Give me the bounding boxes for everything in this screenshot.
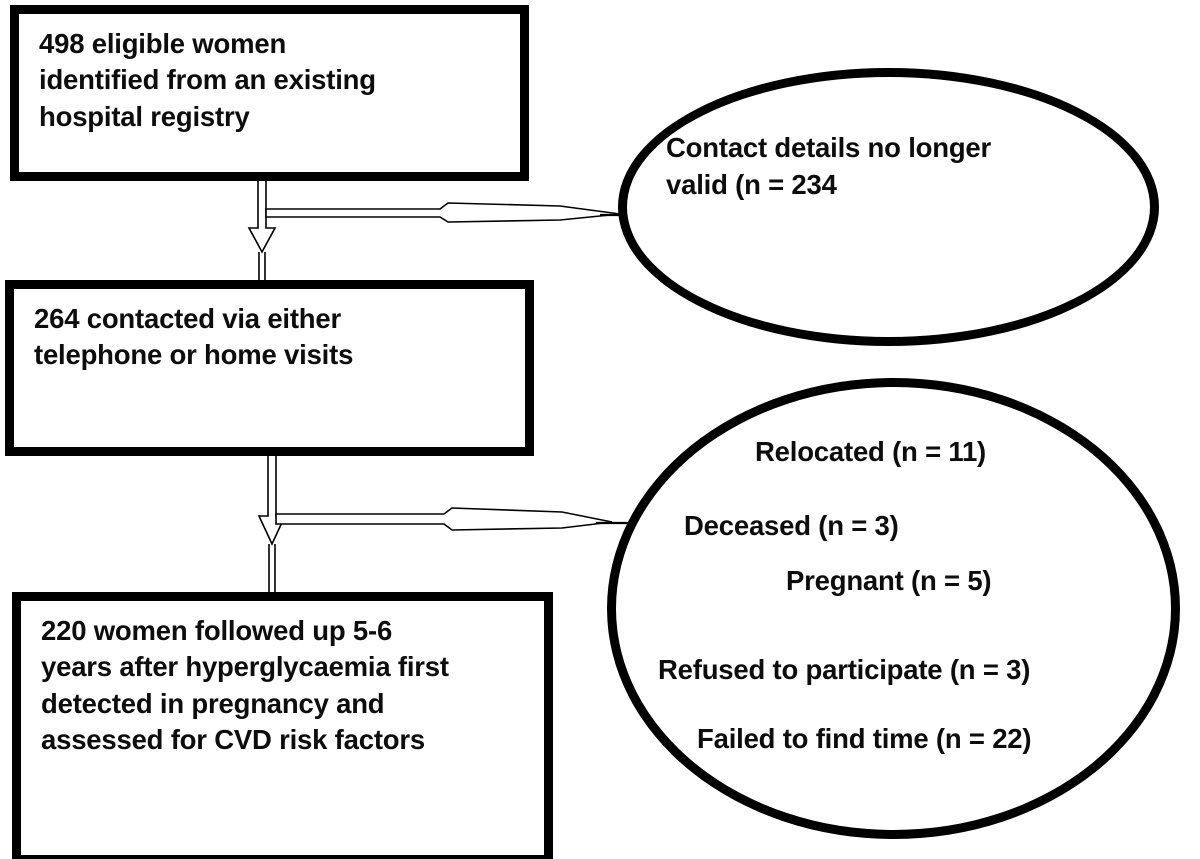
box-contacted-women: 264 contacted via either telephone or ho… xyxy=(5,280,534,456)
connector-contacted-to-followedup xyxy=(257,447,640,596)
arrow-branch-right xyxy=(275,507,613,531)
arrow-stem xyxy=(268,544,276,596)
arrow-shaft-down xyxy=(257,447,287,546)
exclusion-reason-refused-to-participate: Refused to participate (n = 3) xyxy=(658,654,1031,685)
circle-exclusion-reasons xyxy=(607,378,1180,839)
box-eligible-women: 498 eligible women identified from an ex… xyxy=(10,5,529,181)
box-contacted-women-text: 264 contacted via either telephone or ho… xyxy=(34,303,354,371)
arrow-stem xyxy=(258,252,266,285)
ellipse-contact-details-invalid-text: Contact details no longer valid (n = 234 xyxy=(666,132,992,200)
box-eligible-women-text: 498 eligible women identified from an ex… xyxy=(39,28,376,132)
exclusion-reason-relocated: Relocated (n = 11) xyxy=(755,436,986,467)
exclusion-reason-deceased: Deceased (n = 3) xyxy=(684,510,899,541)
arrow-branch-right xyxy=(265,202,621,223)
box-followed-up-women-text: 220 women followed up 5-6 years after hy… xyxy=(41,615,449,755)
exclusion-reason-failed-to-find-time: Failed to find time (n = 22) xyxy=(697,723,1032,754)
box-followed-up-women: 220 women followed up 5-6 years after hy… xyxy=(12,592,553,859)
connector-eligible-to-contacted xyxy=(247,169,648,285)
ellipse-contact-details-invalid xyxy=(618,68,1159,346)
exclusion-reason-pregnant: Pregnant (n = 5) xyxy=(786,565,992,596)
